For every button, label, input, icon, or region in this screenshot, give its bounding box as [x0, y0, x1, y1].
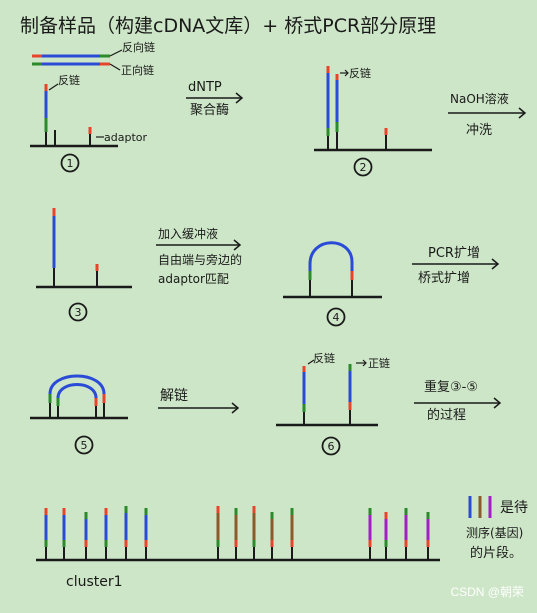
leader-step6-rev [307, 359, 315, 365]
label-forward-strand: 正向链 [121, 63, 154, 77]
step1-badge [60, 153, 80, 173]
arrow2-head [518, 107, 527, 119]
arrow4-head [491, 258, 500, 270]
legend-line-3: 的片段。 [470, 545, 522, 561]
step-5: 5 [30, 374, 128, 455]
step-3: 3 [36, 208, 132, 322]
step2-badge [353, 157, 373, 177]
arrow2-top: NaOH溶液 [450, 91, 509, 106]
step2-number: 2 [360, 161, 367, 174]
arrow6-head [493, 397, 502, 409]
arrow-dntp: dNTP 聚合酶 [186, 80, 244, 118]
legend-line-2: 测序(基因) [466, 525, 523, 540]
arrow6-top: 重复③-⑤ [424, 379, 478, 395]
leader-reverse [109, 49, 123, 57]
step4-bridge [308, 241, 354, 271]
arrow4-bottom: 桥式扩增 [418, 271, 470, 286]
step5-number: 5 [81, 439, 88, 452]
label-reverse-chain: 反链 [58, 73, 80, 87]
arrow-naoh: NaOH溶液 冲洗 [448, 91, 527, 138]
leader-fanlian [48, 83, 59, 91]
arrow4-top: PCR扩增 [428, 246, 480, 261]
arrow3-top: 加入缓冲液 [158, 226, 218, 241]
leader-step2-head [344, 69, 349, 77]
arrow3-bottom: 自由端与旁边的 [158, 252, 242, 267]
label-step2-reverse: 反链 [349, 66, 371, 80]
step4-number: 4 [333, 311, 340, 324]
legend: 是待 测序(基因) 的片段。 [466, 496, 528, 561]
arrow5-top: 解链 [160, 388, 188, 404]
cluster-label: cluster1 [66, 574, 123, 590]
arrow5-head [231, 402, 240, 414]
arrow1-bottom: 聚合酶 [190, 102, 229, 118]
arrow1-top: dNTP [188, 80, 222, 95]
arrow1-head [235, 92, 244, 104]
label-step6-forward: 正链 [368, 356, 390, 370]
leader-forward [109, 63, 121, 71]
arrow-repeat: 重复③-⑤ 的过程 [414, 379, 502, 423]
step3-badge [68, 302, 88, 322]
label-step6-reverse: 反链 [313, 351, 335, 365]
watermark: CSDN @朝荣 [450, 585, 524, 599]
step5-badge [74, 435, 94, 455]
arrow6-bottom: 的过程 [427, 407, 466, 423]
step-6: 反链 正链 6 [276, 351, 390, 456]
label-adaptor: adaptor [104, 131, 147, 144]
step4-badge [326, 307, 346, 327]
step3-number: 3 [75, 306, 82, 319]
step-1: 反向链 正向链 反链 adaptor 1 [30, 40, 155, 173]
arrow-pcr: PCR扩增 桥式扩增 [412, 246, 500, 286]
legend-line-1: 是待 [500, 500, 528, 516]
leader-step6-fwd-head [362, 359, 367, 367]
step6-number: 6 [328, 440, 335, 453]
step1-number: 1 [67, 157, 74, 170]
cluster-strands [44, 506, 430, 560]
arrow3-head [233, 239, 242, 251]
label-reverse-strand: 反向链 [122, 40, 155, 54]
step-4: 4 [283, 241, 382, 327]
step5-bridge-inner [56, 383, 98, 399]
arrow-denature: 解链 [158, 388, 240, 414]
arrow3-extra: adaptor匹配 [158, 272, 229, 286]
diagram-title: 制备样品（构建cDNA文库）+ 桥式PCR部分原理 [20, 15, 436, 37]
arrow2-bottom: 冲洗 [466, 123, 492, 138]
step5-bridge-outer [48, 374, 106, 395]
step-2: 反链 2 [314, 66, 432, 177]
step6-badge [321, 436, 341, 456]
arrow-buffer: 加入缓冲液 自由端与旁边的 adaptor匹配 [156, 226, 242, 286]
